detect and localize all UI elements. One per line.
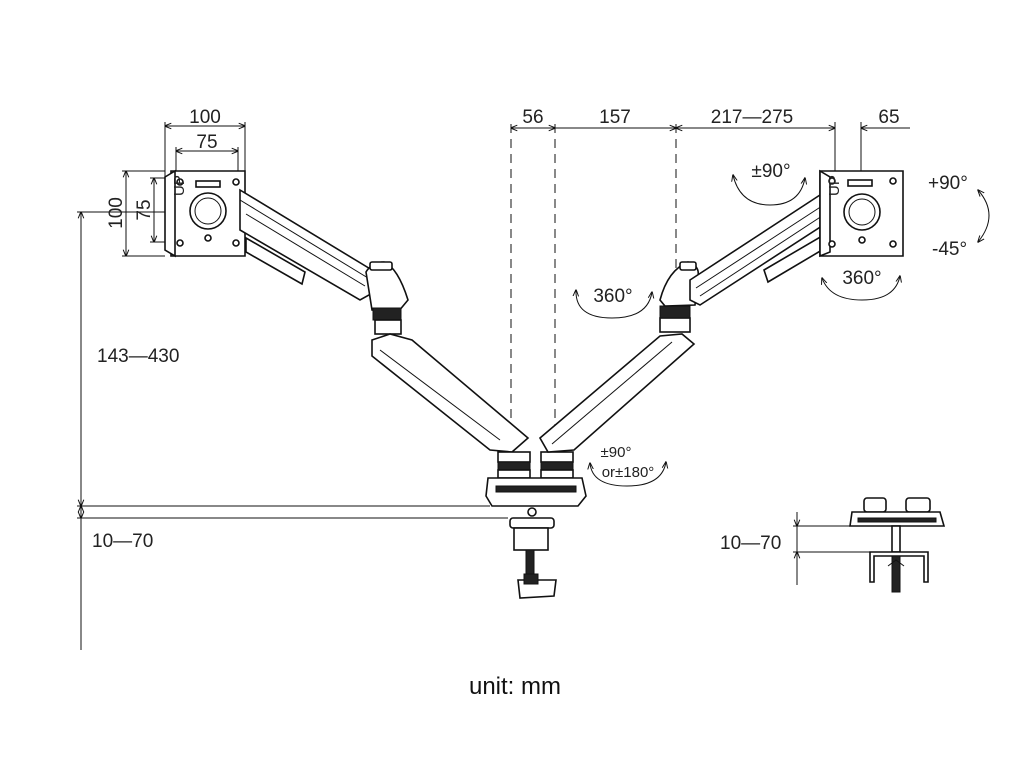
clamp-thickness-right: 10—70 — [720, 533, 781, 554]
vesa-outer-width: 100 — [189, 107, 221, 128]
left-vesa-plate — [164, 169, 246, 258]
clamp-detail — [849, 497, 946, 593]
base-rotation-line1: ±90° — [601, 444, 632, 461]
reach-range: 217—275 — [711, 107, 793, 128]
vesa-up-mark-left: UP — [171, 175, 188, 196]
dimension-labels: 100 75 100 75 56 157 217—275 65 143—430 … — [92, 107, 900, 554]
vesa-inner-width: 75 — [196, 132, 217, 153]
clamp-thickness-left: 10—70 — [92, 531, 153, 552]
rotate-elbow-label: 360° — [593, 286, 632, 307]
swivel-head-label: ±90° — [751, 161, 790, 182]
offset-157: 157 — [599, 107, 631, 128]
vesa-inner-height: 75 — [134, 199, 155, 220]
tilt-up-label: +90° — [928, 173, 968, 194]
offset-65: 65 — [878, 107, 899, 128]
base-rotation-line2: or±180° — [602, 464, 655, 481]
rotate-head-label: 360° — [842, 268, 881, 289]
left-arm — [164, 169, 531, 479]
rotation-indicators: ±90° +90° -45° 360° 360° ±90° or±180° — [576, 161, 990, 487]
right-arm — [538, 169, 904, 479]
vesa-up-mark-right: UP — [826, 175, 843, 196]
unit-label: unit: mm — [469, 673, 561, 700]
vesa-outer-height: 100 — [106, 197, 127, 229]
tilt-down-label: -45° — [932, 239, 967, 260]
right-vesa-plate — [819, 169, 904, 258]
height-range: 143—430 — [97, 346, 179, 367]
offset-56: 56 — [522, 107, 543, 128]
base-clamp — [485, 477, 587, 599]
